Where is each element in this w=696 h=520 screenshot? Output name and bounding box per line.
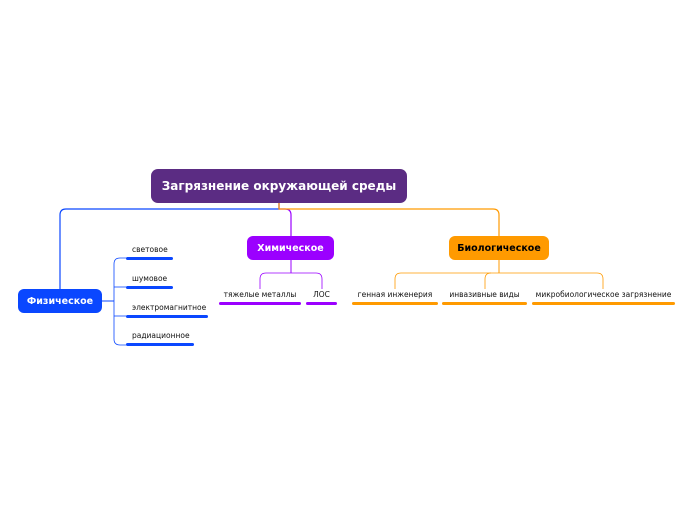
subtopic-underline bbox=[219, 302, 301, 305]
subtopic-microbiological[interactable]: микробиологическое загрязнение bbox=[535, 290, 672, 299]
subtopic-radiation[interactable]: радиационное bbox=[132, 331, 190, 340]
subtopic-invasive-species[interactable]: инвазивные виды bbox=[449, 290, 520, 299]
branch-physical[interactable]: Физическое bbox=[18, 289, 102, 313]
subtopic-heavy-metals[interactable]: тяжелые металлы bbox=[223, 290, 297, 299]
subtopic-underline bbox=[126, 257, 173, 260]
subtopic-light[interactable]: световое bbox=[132, 245, 168, 254]
root-topic[interactable]: Загрязнение окружающей среды bbox=[151, 169, 407, 203]
subtopic-underline bbox=[126, 343, 194, 346]
subtopic-underline bbox=[306, 302, 337, 305]
branch-biological[interactable]: Биологическое bbox=[449, 236, 549, 260]
subtopic-genetic-engineering[interactable]: генная инженерия bbox=[357, 290, 433, 299]
subtopic-noise[interactable]: шумовое bbox=[132, 274, 168, 283]
subtopic-voc[interactable]: ЛОС bbox=[313, 290, 330, 299]
subtopic-underline bbox=[442, 302, 527, 305]
subtopic-underline bbox=[532, 302, 675, 305]
branch-chemical[interactable]: Химическое bbox=[247, 236, 334, 260]
subtopic-underline bbox=[126, 286, 173, 289]
subtopic-underline bbox=[126, 315, 208, 318]
subtopic-electromagnetic[interactable]: электромагнитное bbox=[132, 303, 207, 312]
subtopic-underline bbox=[352, 302, 438, 305]
